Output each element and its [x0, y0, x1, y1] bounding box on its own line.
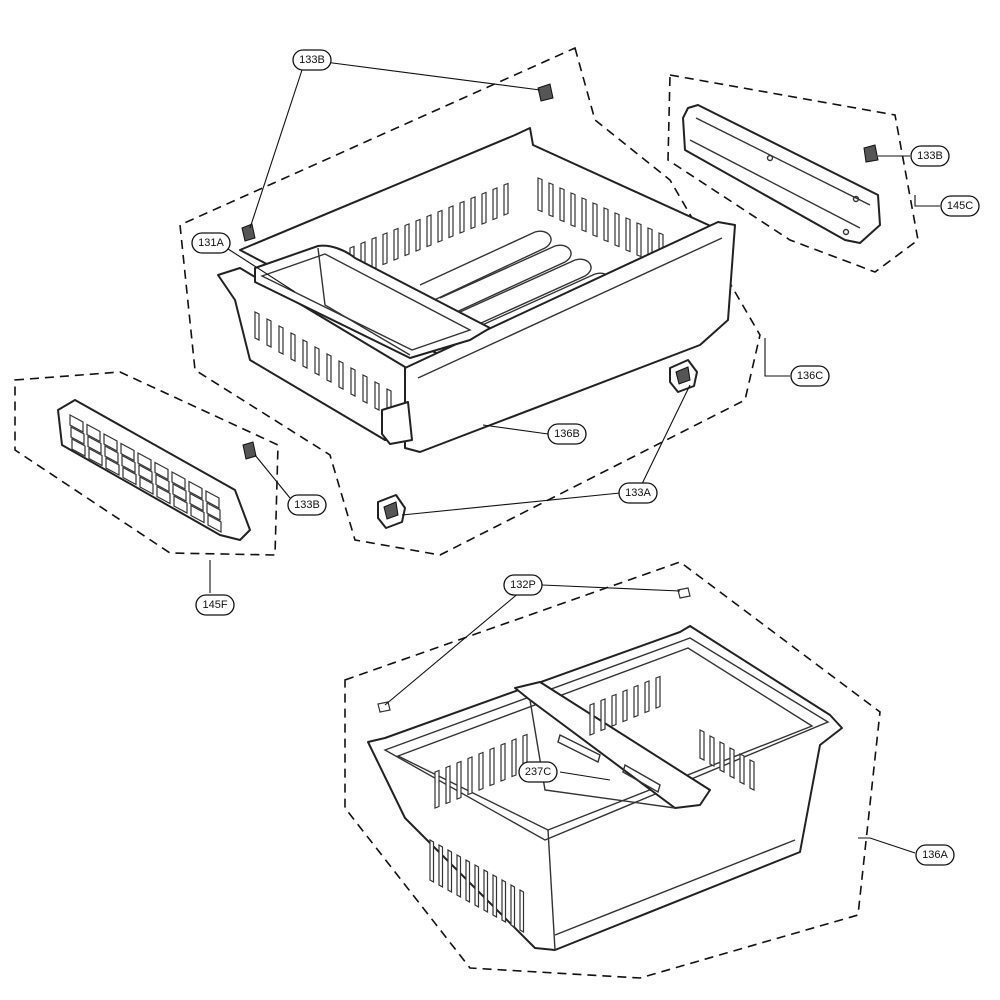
callout-label: 132P	[510, 579, 536, 591]
callout-label: 133A	[625, 487, 651, 499]
callout-label: 136C	[797, 370, 823, 382]
callout-145f: 145F	[195, 594, 235, 616]
callout-label: 133B	[294, 499, 320, 511]
side-wall-vents	[254, 311, 392, 418]
group-outline-rail-145f	[14, 371, 279, 556]
pad-132p-right	[677, 587, 691, 599]
group-outline-upper-drawer	[179, 46, 761, 556]
basket-vents	[429, 675, 755, 934]
stopper-133b-left	[242, 441, 257, 460]
stopper-133b-upper-left	[241, 223, 256, 242]
callout-133b-left: 133B	[287, 494, 327, 516]
leader-lines	[209, 61, 940, 854]
callout-132p: 132P	[503, 574, 543, 596]
group-outline-rail-145c	[667, 74, 919, 273]
callout-133b-right: 133B	[910, 145, 950, 167]
callout-label: 136B	[554, 428, 580, 440]
callout-136c: 136C	[790, 365, 830, 387]
callout-label: 133B	[299, 54, 325, 66]
rail-145f	[57, 399, 251, 541]
callout-label: 133B	[917, 150, 943, 162]
lower-basket-136a	[367, 625, 843, 951]
stopper-133a-right	[669, 359, 698, 393]
callout-label: 145F	[202, 599, 227, 611]
pad-132p-left	[377, 701, 391, 713]
callout-label: 145C	[947, 200, 973, 212]
group-outline-lower-basket	[344, 561, 881, 979]
stopper-133a-left	[377, 494, 406, 529]
callout-131a: 131A	[191, 232, 231, 254]
stopper-133b-top	[537, 83, 554, 102]
callout-145c: 145C	[940, 195, 980, 217]
callout-136b: 136B	[547, 423, 587, 445]
callout-136a: 136A	[915, 844, 955, 866]
upper-drawer-136b	[217, 127, 736, 453]
callout-133b-top: 133B	[292, 49, 332, 71]
back-wall-vents	[349, 177, 664, 279]
callout-label: 136A	[922, 849, 948, 861]
callout-237c: 237C	[518, 761, 558, 783]
callout-133a: 133A	[618, 482, 658, 504]
grille-cells	[69, 413, 222, 534]
callout-label: 131A	[198, 237, 224, 249]
stopper-133b-right	[863, 144, 879, 163]
callout-label: 237C	[525, 766, 551, 778]
rail-145c	[682, 104, 881, 244]
